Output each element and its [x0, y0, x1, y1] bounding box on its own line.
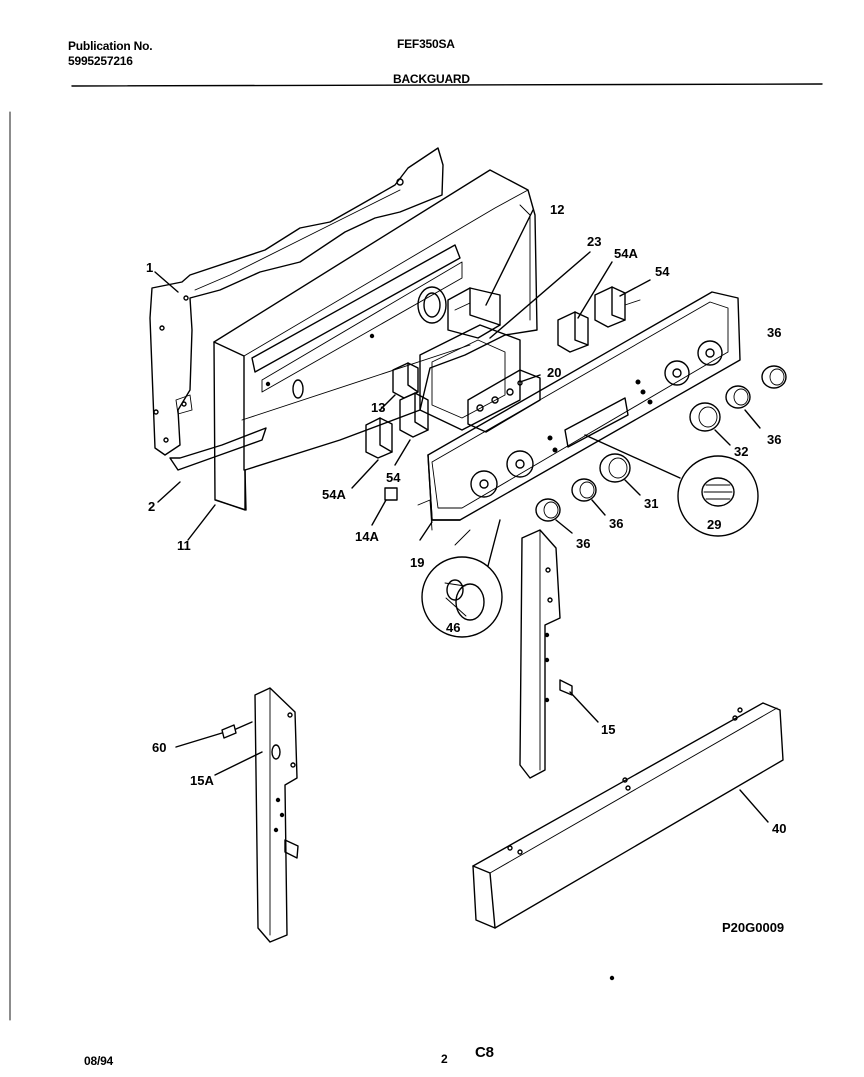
- callout-54a-left: 54A: [322, 487, 346, 502]
- callout-2: 2: [148, 499, 156, 514]
- callout-36-left: 36: [576, 536, 591, 551]
- knob-36-top-right: [761, 365, 787, 389]
- detail-46-knob: [421, 519, 503, 638]
- knob-36-right: [725, 385, 761, 429]
- callout-11: 11: [177, 538, 191, 553]
- callout-54-left: 54: [386, 470, 401, 485]
- knob-36-center: [571, 478, 606, 516]
- callout-20: 20: [547, 365, 562, 380]
- header-rule: [71, 83, 823, 87]
- callout-12: 12: [550, 202, 565, 217]
- part-54-left-terminal: [394, 392, 429, 466]
- knob-32: [689, 402, 731, 446]
- part-12-switch: [417, 209, 534, 339]
- knob-31: [599, 453, 641, 496]
- callout-36-center: 36: [609, 516, 624, 531]
- callout-29: 29: [707, 517, 722, 532]
- callout-46: 46: [446, 620, 461, 635]
- model-number: FEF350SA: [397, 37, 455, 51]
- callout-54-upper: 54: [655, 264, 670, 279]
- callout-14a: 14A: [355, 529, 379, 544]
- detail-29-knob: [584, 434, 759, 537]
- part-54a-upper-terminal: [557, 261, 613, 353]
- part-23-clock-bracket: [419, 251, 591, 431]
- publication-number: 5995257216: [68, 54, 133, 68]
- part-14a-clip: [371, 487, 398, 526]
- callout-36-right: 36: [767, 432, 782, 447]
- section-title: BACKGUARD: [393, 72, 470, 86]
- callout-60: 60: [152, 740, 167, 755]
- part-40-trim: [472, 702, 784, 929]
- callout-15a: 15A: [190, 773, 214, 788]
- part-15a-bracket: [214, 687, 299, 943]
- part-11-backguard-frame: [213, 169, 538, 511]
- callout-54a-upper: 54A: [614, 246, 638, 261]
- publication-label: Publication No.: [68, 39, 153, 53]
- part-19-control-panel: [417, 291, 741, 541]
- part-54a-left-terminal: [351, 417, 393, 489]
- callout-13: 13: [371, 400, 386, 415]
- drawing-code: P20G0009: [722, 920, 785, 935]
- part-2-lower-rail: [169, 394, 267, 471]
- callout-1: 1: [146, 260, 154, 275]
- part-54-upper-terminal: [594, 279, 651, 328]
- callout-40: 40: [772, 821, 787, 836]
- part-1-rear-panel: [149, 147, 444, 456]
- knob-36-left: [535, 498, 573, 534]
- part-15-bracket: [519, 529, 599, 779]
- part-20-clock: [467, 369, 541, 433]
- callout-23: 23: [587, 234, 602, 249]
- callout-19: 19: [410, 555, 425, 570]
- footer-page: 2: [441, 1052, 448, 1066]
- part-13-terminal: [392, 362, 419, 399]
- footer-date: 08/94: [84, 1054, 114, 1068]
- callout-31: 31: [644, 496, 659, 511]
- callout-32: 32: [734, 444, 749, 459]
- footer-sheet: C8: [475, 1044, 494, 1061]
- part-60-screw: [175, 721, 253, 748]
- callout-36-top-right: 36: [767, 325, 782, 340]
- callout-15: 15: [601, 722, 616, 737]
